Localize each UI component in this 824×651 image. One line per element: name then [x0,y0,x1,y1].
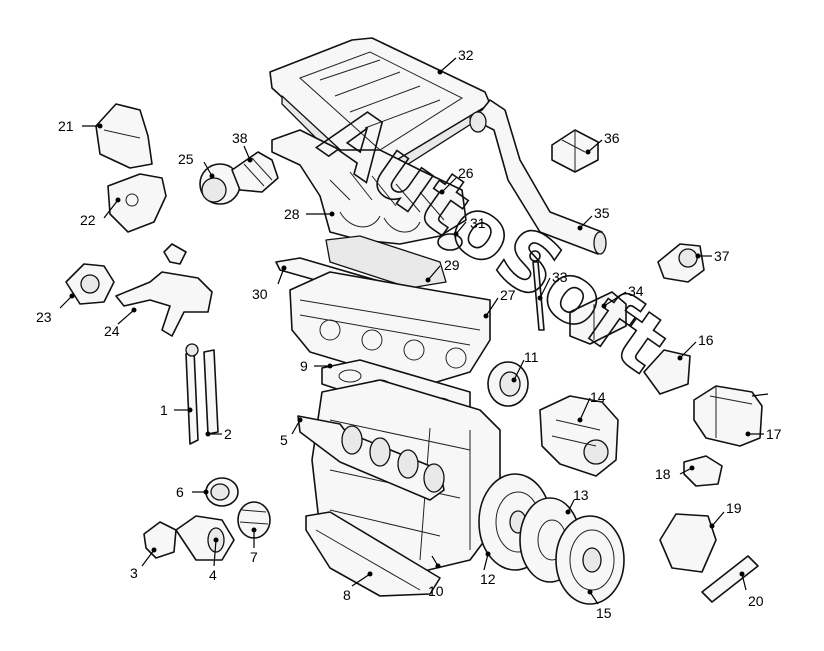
callout-19: 19 [726,500,742,516]
callout-34: 34 [628,283,644,299]
solenoid-34-part [569,291,627,345]
oil-pan-part [305,511,441,597]
thermostat-3-part [143,521,177,559]
callout-23: 23 [36,309,52,325]
callout-9: 9 [300,358,308,374]
callout-12: 12 [480,571,496,587]
bracket-21-part [95,103,153,169]
engine-mount-17-part [693,385,769,447]
callout-labels: 1 2 3 4 5 6 7 8 9 10 11 12 13 14 15 16 1… [36,47,782,621]
bellows-38-part [231,151,279,193]
clip-18-part [683,455,723,487]
bracket-16-part [643,349,691,395]
callout-6: 6 [176,484,184,500]
leader-lines [59,57,764,605]
sensor-37-part [657,243,705,283]
housing-4-part [175,515,235,561]
callout-20: 20 [748,593,764,609]
callout-30: 30 [252,286,268,302]
callout-5: 5 [280,432,288,448]
callout-8: 8 [343,587,351,603]
filter-6-part [205,477,239,507]
pipe-assembly-24-part [115,243,213,337]
seal-ring-part [487,361,529,407]
callout-4: 4 [209,567,217,583]
pressure-plate-part [555,515,625,605]
module-36-part [551,129,599,173]
callout-3: 3 [130,565,138,581]
callout-37: 37 [714,248,730,264]
intake-manifold-part [271,129,467,245]
mount-bracket-19-part [659,513,717,573]
callout-27: 27 [500,287,516,303]
callout-31: 31 [470,215,486,231]
callout-29: 29 [444,257,460,273]
callout-26: 26 [458,165,474,181]
callout-33: 33 [552,269,568,285]
o-ring-part [437,233,463,251]
callout-10: 10 [428,583,444,599]
callout-32: 32 [458,47,474,63]
callout-13: 13 [573,487,589,503]
cylinder-head-part [289,271,491,385]
callout-24: 24 [104,323,120,339]
callout-21: 21 [58,118,74,134]
bracket-22-part [107,173,167,233]
pump-assembly-part [539,395,619,477]
callout-14: 14 [590,389,606,405]
crankshaft-part [297,415,445,501]
breather-hose-part [469,99,607,255]
callout-28: 28 [284,206,300,222]
callout-15: 15 [596,605,612,621]
callout-17: 17 [766,426,782,442]
callout-11: 11 [524,349,539,365]
callout-1: 1 [160,402,168,418]
callout-16: 16 [698,332,714,348]
pump-23-part [65,263,115,305]
callout-22: 22 [80,212,96,228]
callout-35: 35 [594,205,610,221]
callout-36: 36 [604,130,620,146]
strip-20-part [701,555,759,603]
callout-18: 18 [655,466,671,482]
callout-38: 38 [232,130,248,146]
rods-1-2-part [185,343,219,445]
callout-7: 7 [250,549,258,565]
bellows-7-part [237,501,271,539]
manifold-gasket-part [325,235,447,289]
callout-2: 2 [224,426,232,442]
callout-25: 25 [178,151,194,167]
